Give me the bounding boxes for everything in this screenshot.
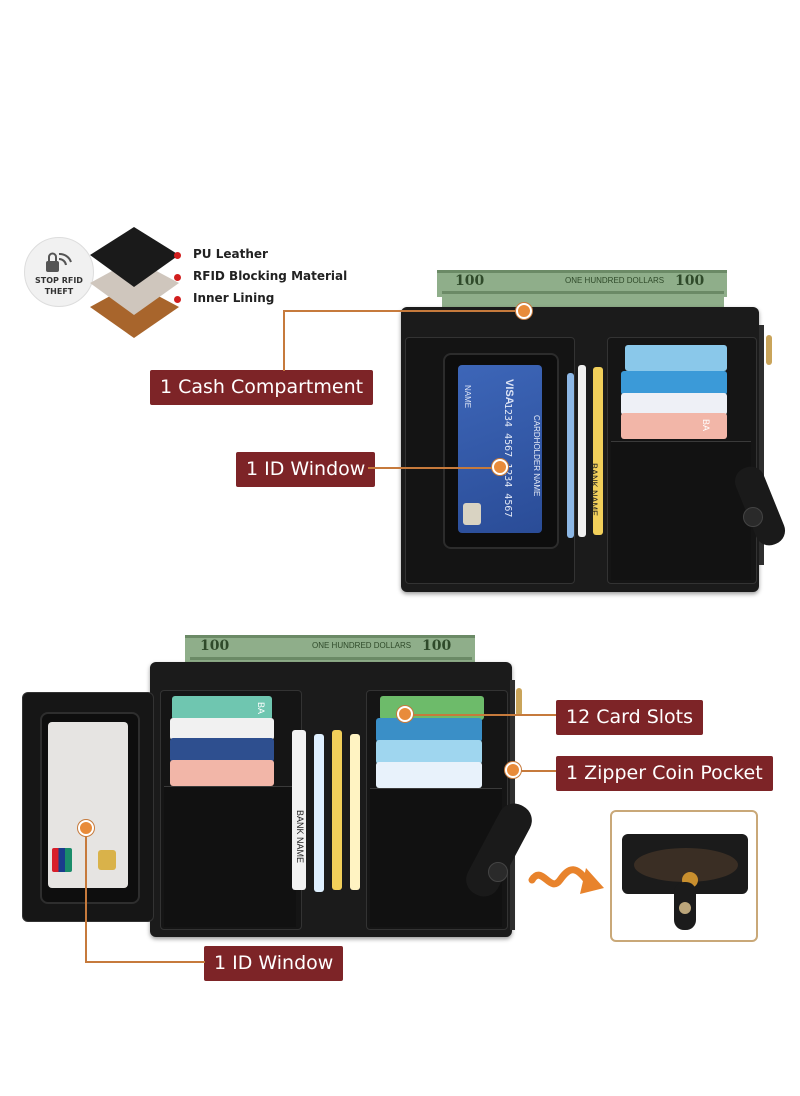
slot-card: [376, 762, 482, 788]
zipper-pull: [516, 688, 522, 716]
layer-label-rfid: RFID Blocking Material: [193, 269, 348, 283]
slot-card: [170, 760, 274, 786]
card-pocket: [164, 786, 296, 927]
leader-line: [404, 714, 556, 716]
unionpay-logo: [52, 848, 72, 872]
card-pocket: [611, 441, 751, 580]
marker-dot: [397, 706, 413, 722]
badge-line-2: THEFT: [44, 287, 74, 296]
rfid-layer: [90, 259, 179, 315]
layer-stack: [90, 227, 179, 338]
squiggle-arrow-icon: [528, 866, 604, 894]
slot-card: [578, 365, 586, 537]
zipper-pull: [766, 335, 772, 365]
slot-card: [621, 371, 727, 395]
card-holder: CARDHOLDER NAME: [532, 415, 541, 497]
slot-card: [376, 718, 482, 742]
slot-card: [380, 696, 484, 720]
rfid-layers-graphic: STOP RFID THEFT PU Leather RFID Blocking…: [20, 225, 347, 345]
marker-dot: [505, 762, 521, 778]
banknote-denomination: 100: [455, 273, 485, 289]
wallet-bottom: 100 ONE HUNDRED DOLLARS 100 BA BANK NAME: [20, 630, 550, 945]
leader-line: [283, 311, 285, 371]
slot-card: [314, 734, 324, 892]
callout-id-window-top: 1 ID Window: [236, 452, 376, 487]
slot-card: [621, 413, 727, 439]
card-chip: [98, 850, 116, 870]
zipper: [759, 325, 764, 565]
slot-card-text: BA: [701, 419, 711, 432]
slot-card: [332, 730, 342, 890]
slot-card: [292, 730, 306, 890]
lock-wifi-icon: [46, 252, 72, 272]
layer-dot-2: [174, 274, 181, 281]
slot-card: [593, 367, 603, 535]
callout-cash-compartment: 1 Cash Compartment: [150, 370, 374, 405]
inset-snap: [679, 902, 691, 914]
strap-snap: [743, 507, 763, 527]
card-brand: VISA: [503, 379, 515, 405]
callout-id-window-bottom: 1 ID Window: [204, 946, 344, 981]
slot-card: [567, 373, 574, 538]
layer-label-pu: PU Leather: [193, 247, 268, 261]
card-chip: [463, 503, 481, 525]
pu-leather-layer: [90, 227, 179, 287]
slot-card: [172, 696, 272, 720]
slot-card: [170, 738, 274, 762]
marker-dot: [516, 303, 532, 319]
slot-card: [376, 740, 482, 764]
strap-snap: [488, 862, 508, 882]
marker-dot: [492, 459, 508, 475]
slot-card: [350, 734, 360, 890]
banknote-words: ONE HUNDRED DOLLARS: [565, 276, 665, 285]
slot-card: [621, 393, 727, 415]
leader-line: [283, 310, 523, 312]
layer-label-lining: Inner Lining: [193, 291, 275, 305]
slot-card: [625, 345, 727, 371]
leader-line: [85, 961, 205, 963]
slot-card: [170, 718, 274, 740]
banknote-denomination: 100: [675, 273, 705, 289]
banknote-denomination: 100: [200, 638, 230, 654]
leader-line: [85, 830, 87, 962]
coin-pocket-inset: [610, 810, 758, 942]
callout-card-slots: 12 Card Slots: [556, 700, 704, 735]
layer-dot-3: [174, 296, 181, 303]
leader-line: [512, 770, 556, 772]
wallet-top: 100 ONE HUNDRED DOLLARS 100 VISA NAME 12…: [395, 265, 800, 595]
badge-line-1: STOP RFID: [35, 276, 83, 285]
leader-line: [368, 467, 498, 469]
banknote-words: ONE HUNDRED DOLLARS: [312, 641, 412, 650]
slot-card-text: BANK NAME: [295, 810, 305, 864]
callout-zipper-coin-pocket: 1 Zipper Coin Pocket: [556, 756, 773, 791]
slot-card-text: BA: [256, 702, 266, 715]
marker-dot: [78, 820, 94, 836]
card-name-label: NAME: [463, 385, 472, 409]
slot-card-text: BANK NAME: [589, 463, 599, 517]
banknote-denomination: 100: [422, 638, 452, 654]
stop-rfid-badge: STOP RFID THEFT: [24, 237, 94, 307]
layer-dot-1: [174, 252, 181, 259]
